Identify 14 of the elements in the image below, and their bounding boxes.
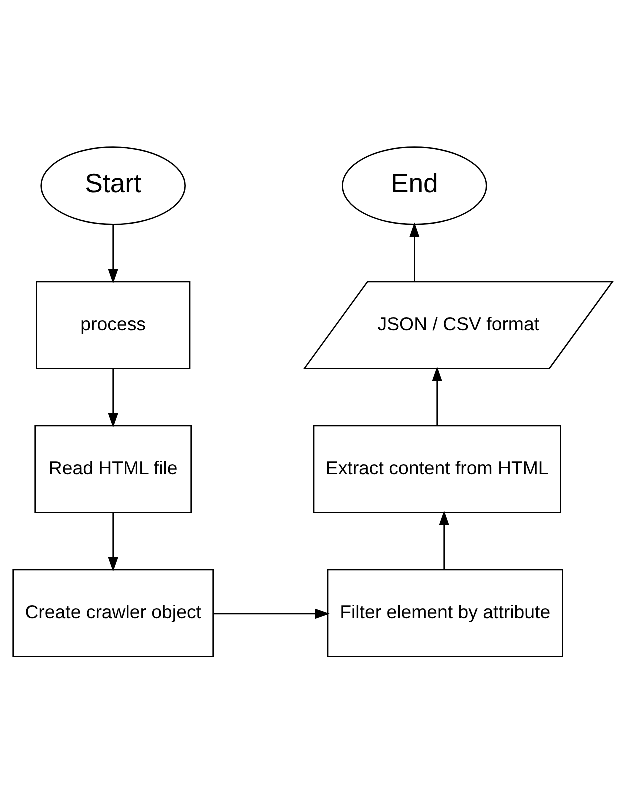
node-ellipse: Start — [40, 146, 186, 226]
node-box: Create crawler object — [12, 569, 214, 658]
node-box: Filter element by attribute — [327, 569, 564, 658]
node-box: Extract content from HTML — [313, 425, 562, 514]
arrow — [439, 510, 450, 570]
node-box: Read HTML file — [34, 425, 192, 514]
node-box: process — [36, 281, 191, 370]
arrow — [108, 512, 118, 572]
arrow — [432, 366, 442, 426]
arrow — [213, 608, 330, 620]
node-ellipse: End — [342, 146, 488, 226]
arrow — [108, 224, 118, 284]
arrow — [410, 222, 420, 282]
arrow — [108, 368, 118, 428]
